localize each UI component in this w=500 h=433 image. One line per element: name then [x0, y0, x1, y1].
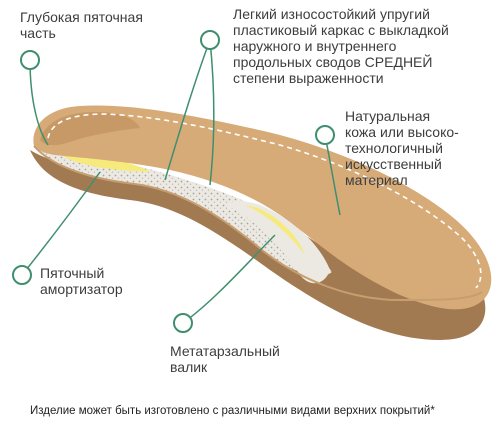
footnote: Изделие может быть изготовлено с различн…: [30, 405, 435, 417]
label-heel-absorber: Пяточный амортизатор: [40, 265, 123, 297]
insole-leather-top: [33, 105, 492, 310]
callout-heel-absorber: [12, 265, 32, 285]
stitch-line: [47, 113, 482, 289]
label-heel-cup: Глубокая пяточная часть: [20, 9, 143, 41]
metatarsal-pad: [225, 201, 330, 284]
callout-frame: [200, 30, 220, 50]
label-frame: Легкий износостойкий упругий пластиковый…: [233, 6, 449, 86]
insole-rim: [33, 145, 483, 302]
label-metatarsal-pad: Метатарзальный валик: [170, 343, 280, 375]
callout-heel-cup: [20, 50, 40, 70]
insole-heel-cup: [40, 112, 140, 146]
label-leather: Натуральная кожа или высоко- технологичн…: [345, 108, 459, 188]
callout-metatarsal-pad: [173, 313, 193, 333]
callout-leather: [315, 125, 335, 145]
insole-foam-texture: [34, 146, 332, 276]
